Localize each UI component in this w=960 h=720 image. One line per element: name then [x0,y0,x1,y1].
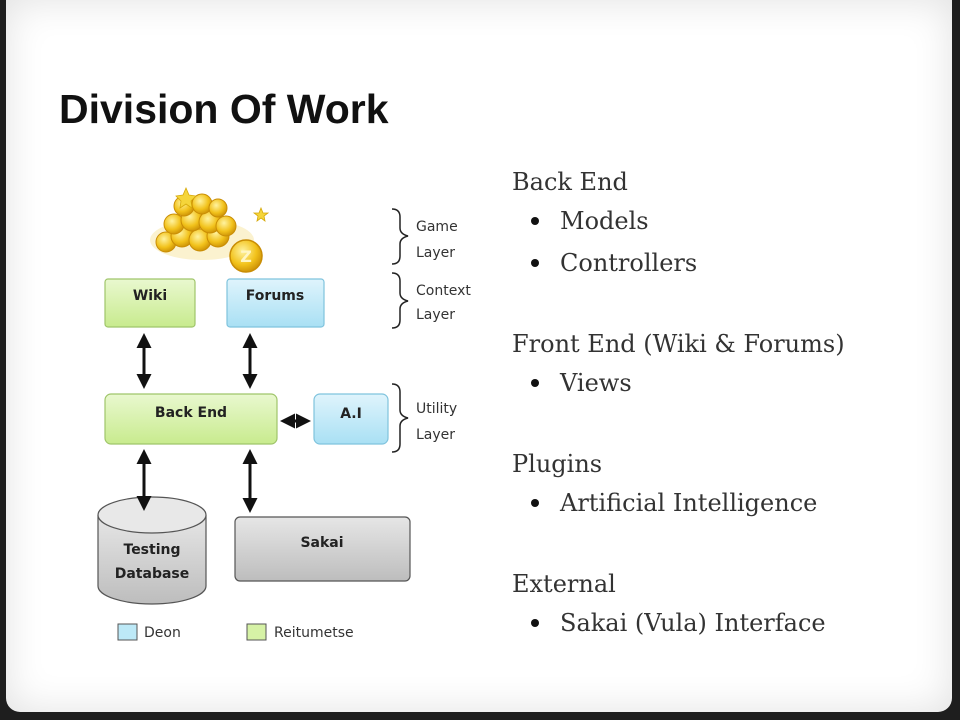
testing-database-label-line1: Testing [124,542,181,558]
legend-reitumetse: Reitumetse [246,623,354,641]
star-icon [252,206,270,222]
list-item-text: Artificial Intelligence [560,489,818,517]
list-item: Controllers [512,242,932,284]
bullet-dot [531,619,539,627]
list-item-text: Models [560,207,649,235]
star-icon [175,186,197,209]
legend-deon-label: Deon [144,625,181,641]
list-item: Models [512,200,932,242]
game-layer-label-line2: Layer [416,245,455,261]
list-item-text: Views [560,369,632,397]
section-heading: Plugins [512,450,603,478]
section-plugins: Plugins Artificial Intelligence [512,446,932,524]
svg-text:Z: Z [240,247,252,266]
section-spacer [512,404,932,446]
ai-label: A.I [340,406,362,422]
section-spacer [512,284,932,326]
section-front-end: Front End (Wiki & Forums) Views [512,326,932,404]
list-item: Sakai (Vula) Interface [512,602,932,644]
slide-title: Division Of Work [59,86,389,132]
list-item: Views [512,362,932,404]
list-item-text: Sakai (Vula) Interface [560,609,826,637]
coin-pile-icon: Z [150,193,263,273]
forums-box: Forums [226,278,325,328]
section-spacer [512,524,932,566]
utility-layer-brace: Utility Layer [391,383,457,453]
legend-deon: Deon [117,623,181,641]
section-heading: External [512,570,616,598]
utility-layer-label-line1: Utility [416,401,457,417]
section-external: External Sakai (Vula) Interface [512,566,932,644]
section-heading: Front End (Wiki & Forums) [512,330,845,358]
section-heading: Back End [512,168,628,196]
context-layer-label-line1: Context [416,283,471,299]
context-layer-brace: Context Layer [391,272,471,329]
testing-database-cylinder: Testing Database [97,496,207,605]
testing-database-label-line2: Database [115,566,190,582]
game-layer-label-line1: Game [416,219,458,235]
bullet-dot [531,217,539,225]
utility-layer-label-line2: Layer [416,427,455,443]
context-layer-label-line2: Layer [416,307,455,323]
bullet-dot [531,259,539,267]
bullet-dot [531,379,539,387]
back-end-box: Back End [104,393,278,445]
game-layer-brace: Game Layer [391,208,458,265]
bullet-dot [531,499,539,507]
ai-box: A.I [313,393,389,445]
sakai-label: Sakai [300,535,343,551]
wiki-label: Wiki [133,288,167,304]
sakai-box: Sakai [234,516,411,582]
slide: Division Of Work [6,0,952,712]
bullet-list: Back End Models Controllers Front End (W… [512,164,932,644]
wiki-box: Wiki [104,278,196,328]
architecture-diagram: Z Wiki Forums Back End A.I [97,186,471,641]
list-item-text: Controllers [560,249,698,277]
section-back-end: Back End Models Controllers [512,164,932,284]
list-item: Artificial Intelligence [512,482,932,524]
forums-label: Forums [246,288,304,304]
back-end-label: Back End [155,405,227,421]
legend-reitumetse-label: Reitumetse [274,625,354,641]
